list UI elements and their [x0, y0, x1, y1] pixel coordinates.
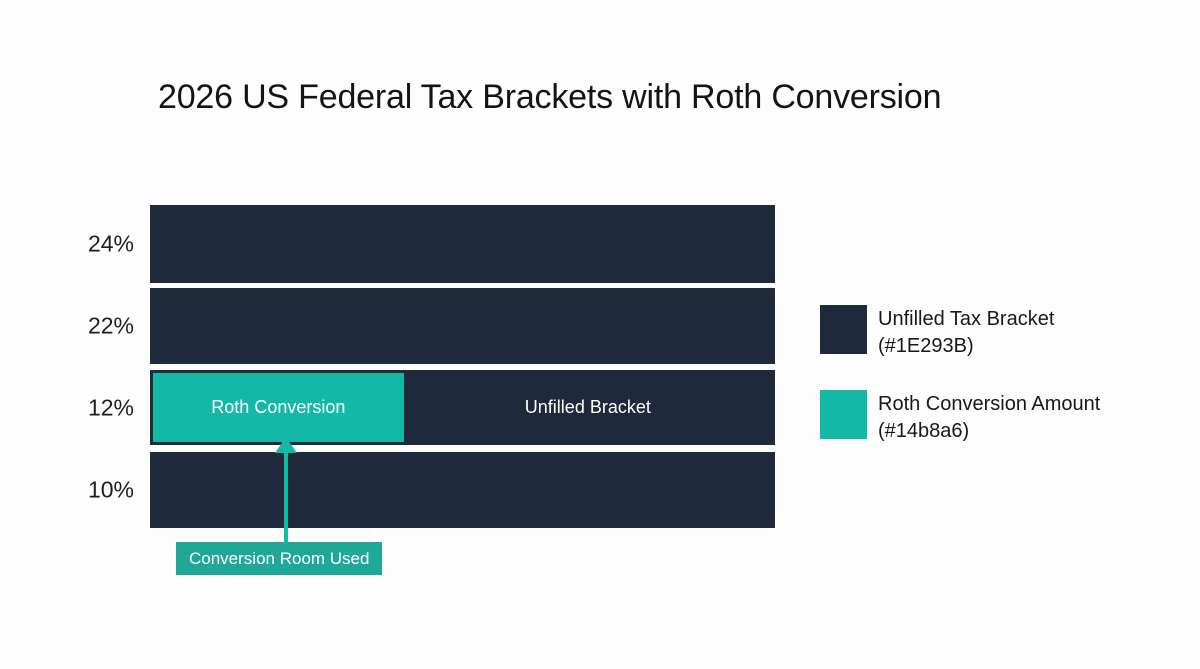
legend-swatch-icon	[820, 390, 867, 439]
axis-tick-label: 24%	[87, 230, 134, 257]
bar-segment-unfilled[interactable]	[153, 208, 772, 280]
annotation-callout: Conversion Room Used	[176, 542, 383, 575]
chart-title: 2026 US Federal Tax Brackets with Roth C…	[158, 78, 942, 116]
bar-segment-unfilled[interactable]	[153, 455, 772, 525]
legend-label-line2: (#14b8a6)	[878, 420, 970, 442]
bar-frame[interactable]: Roth Conversion Unfilled Bracket	[150, 370, 775, 445]
legend-swatch-icon	[820, 305, 867, 354]
bar-segment-label: Unfilled Bracket	[524, 397, 651, 417]
annotation-arrow-line	[284, 444, 288, 545]
axis-tick-label: 10%	[87, 476, 134, 503]
bar-segment-unfilled[interactable]: Unfilled Bracket	[403, 373, 772, 442]
legend-label: Unfilled Tax Bracket (#1E293B)	[878, 305, 1054, 360]
legend-label-line1: Unfilled Tax Bracket	[878, 308, 1055, 330]
annotation-arrowhead-icon	[275, 437, 297, 453]
bar-row: 24%	[88, 205, 775, 283]
bar-row: 12% Roth Conversion Unfilled Bracket	[88, 370, 775, 445]
bar-segment-conversion[interactable]: Roth Conversion	[153, 373, 404, 442]
bar-segment-label: Roth Conversion	[211, 397, 346, 417]
bar-frame[interactable]	[150, 205, 775, 283]
chart-legend: Unfilled Tax Bracket (#1E293B) Roth Conv…	[820, 305, 1150, 475]
bar-row: 10%	[88, 452, 775, 528]
bar-segment-unfilled[interactable]	[153, 291, 772, 361]
legend-label-line1: Roth Conversion Amount	[878, 393, 1101, 415]
axis-tick-label: 22%	[87, 312, 134, 339]
bar-row: 22%	[88, 288, 775, 364]
legend-label-line2: (#1E293B)	[878, 335, 974, 357]
axis-tick-label: 12%	[87, 394, 134, 420]
bar-frame[interactable]	[150, 452, 775, 528]
annotation-label: Conversion Room Used	[189, 548, 370, 568]
legend-label: Roth Conversion Amount (#14b8a6)	[878, 390, 1100, 445]
legend-item-roth-conversion-amount[interactable]: Roth Conversion Amount (#14b8a6)	[820, 390, 1150, 445]
legend-item-unfilled-tax-bracket[interactable]: Unfilled Tax Bracket (#1E293B)	[820, 305, 1150, 360]
bar-frame[interactable]	[150, 288, 775, 364]
